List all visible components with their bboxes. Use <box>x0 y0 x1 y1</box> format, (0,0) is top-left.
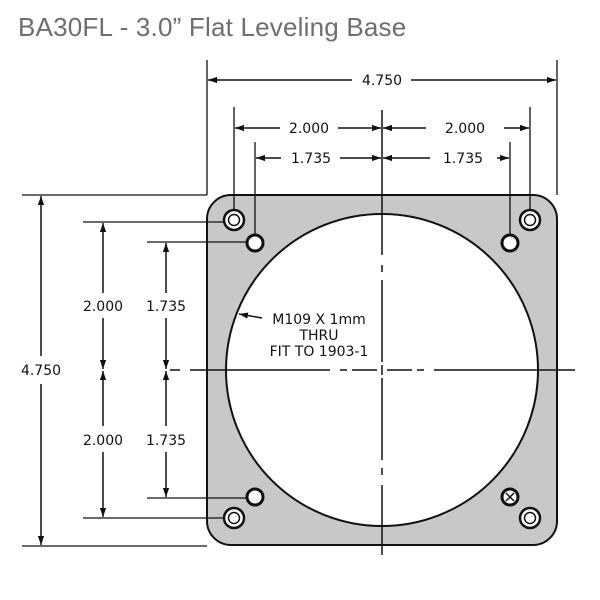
dim-outer-bottom: 2.000 <box>83 433 123 449</box>
bore-callout: M109 X 1mm THRU FIT TO 1903-1 <box>238 312 369 360</box>
callout-line-3: FIT TO 1903-1 <box>270 344 369 360</box>
vertical-dimensions <box>37 196 170 545</box>
outer-hole-top-left <box>222 208 246 232</box>
dim-outer-top: 2.000 <box>83 299 123 315</box>
dim-outer-left: 2.000 <box>289 121 329 137</box>
outer-hole-bottom-left <box>222 506 246 530</box>
outer-hole-top-right <box>518 208 542 232</box>
dim-inner-left: 1.735 <box>291 151 331 167</box>
callout-line-2: THRU <box>298 328 338 344</box>
callout-line-1: M109 X 1mm <box>272 312 365 328</box>
outer-hole-bottom-right <box>518 506 542 530</box>
dim-overall-width: 4.750 <box>362 73 402 89</box>
inner-hole-bottom-left <box>245 487 265 507</box>
extension-lines <box>22 60 558 547</box>
dim-overall-height: 4.750 <box>21 363 61 379</box>
inner-hole-top-right <box>500 233 520 253</box>
dim-inner-top: 1.735 <box>146 299 186 315</box>
horizontal-dimensions <box>208 76 556 162</box>
centerlines <box>170 110 575 555</box>
mounting-holes <box>222 208 542 530</box>
inner-hole-bottom-right-crossed <box>500 487 520 507</box>
dim-inner-bottom: 1.735 <box>146 433 186 449</box>
dim-inner-right: 1.735 <box>443 151 483 167</box>
dim-outer-right: 2.000 <box>445 121 485 137</box>
inner-hole-top-left <box>245 233 265 253</box>
drawing-title: BA30FL - 3.0” Flat Leveling Base <box>18 12 407 42</box>
